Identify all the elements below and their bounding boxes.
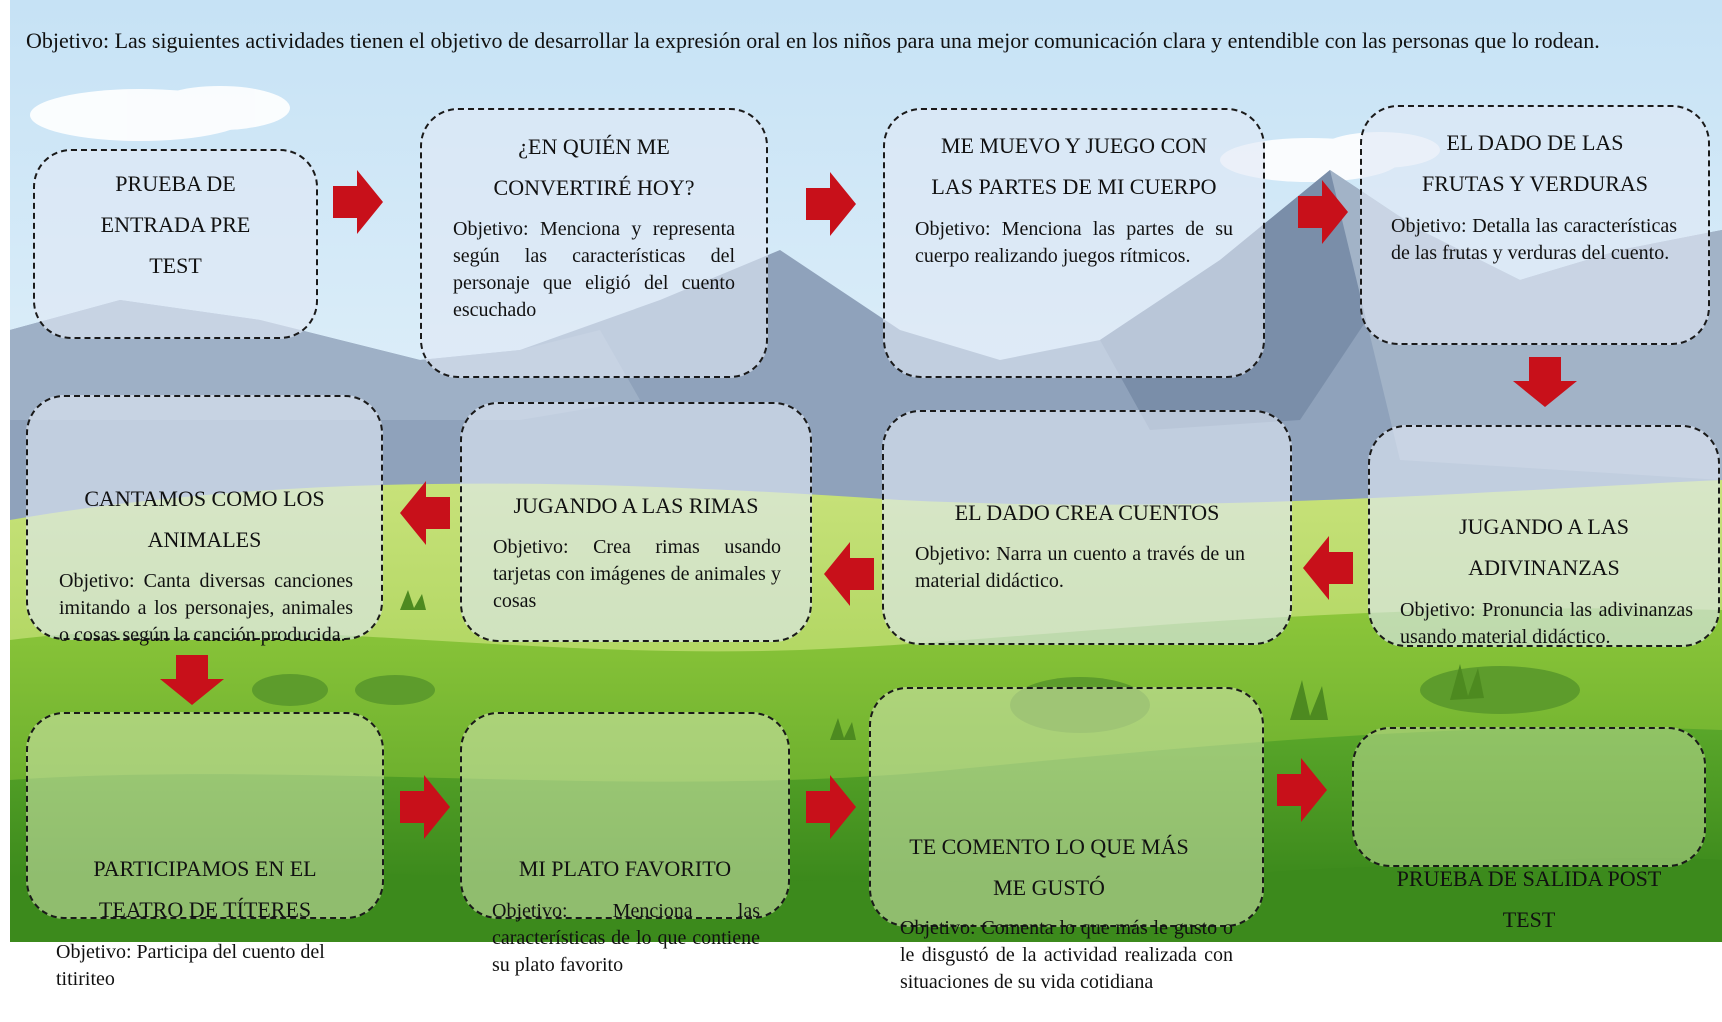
activity-title: EL DADO DE LAS FRUTAS Y VERDURAS: [1421, 130, 1649, 196]
activity-card-exit-test: [1352, 727, 1706, 867]
activity-objective: Objetivo: Canta diversas canciones imita…: [59, 570, 353, 646]
grass-tuft-icon: [400, 590, 1484, 740]
activity-title: EL DADO CREA CUENTOS: [954, 500, 1220, 525]
activity-card-riddles: [1368, 425, 1720, 647]
arrow-down-icon: [1513, 357, 1577, 407]
activity-title: CANTAMOS COMO LOS ANIMALES: [84, 486, 325, 552]
activity-card-entrance-test: [33, 149, 318, 339]
arrow-left-icon: [1303, 536, 1353, 600]
general-objective: Objetivo: Las siguientes actividades tie…: [26, 28, 1600, 53]
activity-title: ME MUEVO Y JUEGO CON LAS PARTES DE MI CU…: [931, 133, 1217, 199]
activity-card-rhymes: [460, 402, 812, 642]
activity-objective: Objetivo: Pronuncia las adivinanzas usan…: [1400, 599, 1693, 648]
activity-card-puppet-theater: [26, 712, 384, 919]
activity-card-animal-songs: [26, 395, 383, 640]
activity-title: ¿EN QUIÉN ME CONVERTIRÉ HOY?: [493, 134, 695, 200]
activity-card-what-i-liked: [869, 687, 1264, 927]
activity-title: TE COMENTO LO QUE MÁS ME GUSTÓ: [909, 834, 1189, 900]
activity-card-favorite-dish: [460, 712, 790, 919]
activity-card-fruit-dice: [1360, 105, 1710, 345]
arrow-right-icon: [1298, 180, 1348, 244]
arrow-left-icon: [824, 542, 874, 606]
activity-objective: Objetivo: Menciona y representa según la…: [453, 218, 735, 321]
arrow-left-icon: [400, 481, 450, 545]
activity-objective: Objetivo: Menciona las características d…: [492, 900, 760, 976]
arrow-right-icon: [333, 170, 383, 234]
activity-objective: Objetivo: Comenta lo que más le gusto o …: [900, 917, 1233, 993]
cloud-icon: [30, 86, 1440, 182]
activity-card-story-dice: [882, 410, 1292, 645]
activity-objective: Objetivo: Crea rimas usando tarjetas con…: [493, 536, 781, 612]
arrow-right-icon: [1277, 758, 1327, 822]
activity-title: PRUEBA DE SALIDA POST TEST: [1396, 866, 1662, 932]
arrow-right-icon: [806, 172, 856, 236]
activity-card-who-will-i-become: [420, 108, 768, 378]
activity-objective: Objetivo: Menciona las partes de su cuer…: [915, 218, 1233, 267]
activity-objective: Objetivo: Narra un cuento a través de un…: [915, 543, 1245, 592]
arrow-down-icon: [160, 655, 224, 705]
arrow-right-icon: [806, 775, 856, 839]
activity-title: MI PLATO FAVORITO: [518, 856, 732, 881]
activity-objective: Objetivo: Participa del cuento del titir…: [56, 941, 325, 990]
activity-card-body-parts: [883, 108, 1265, 378]
activity-title: PARTICIPAMOS EN EL TEATRO DE TÍTERES: [93, 856, 317, 922]
activity-title: JUGANDO A LAS RIMAS: [513, 493, 759, 518]
activity-title: JUGANDO A LAS ADIVINANZAS: [1459, 514, 1629, 580]
arrow-right-icon: [400, 775, 450, 839]
activity-title: PRUEBA DE ENTRADA PRE TEST: [100, 171, 251, 278]
activity-objective: Objetivo: Detalla las características de…: [1391, 215, 1677, 264]
